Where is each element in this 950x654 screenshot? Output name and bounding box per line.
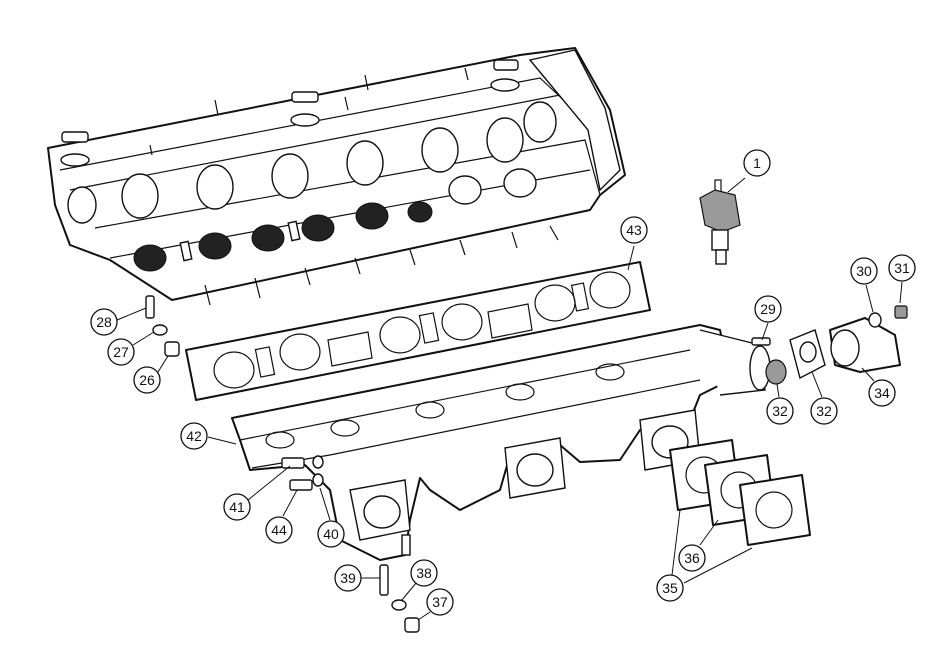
callout-37: 37 — [426, 588, 454, 616]
callout-32: 32 — [810, 397, 838, 425]
callout-26: 26 — [133, 366, 161, 394]
callout-33: 32 — [766, 397, 794, 425]
callout-36: 36 — [678, 544, 706, 572]
callout-44: 44 — [265, 516, 293, 544]
callout-39: 39 — [334, 564, 362, 592]
callout-30-label: 30 — [856, 263, 872, 279]
callout-31: 31 — [888, 254, 916, 282]
callout-44-label: 44 — [271, 522, 287, 538]
callout-43-label: 43 — [626, 222, 642, 238]
manifold-bolts — [281, 455, 324, 491]
callout-26-label: 26 — [139, 372, 155, 388]
head-top-studs — [149, 67, 469, 156]
callout-33-label: 32 — [772, 403, 788, 419]
loose-hardware — [145, 295, 420, 633]
callout-29: 29 — [754, 295, 782, 323]
head-filler-caps — [60, 59, 520, 167]
head-lower-studs — [204, 225, 559, 306]
callout-1-label: 1 — [753, 155, 761, 171]
cylinder-head — [47, 47, 626, 306]
callout-41-label: 41 — [229, 499, 245, 515]
callout-40-label: 40 — [323, 526, 339, 542]
callout-38-label: 38 — [416, 565, 432, 581]
callout-41: 41 — [223, 493, 251, 521]
callout-39-label: 39 — [340, 570, 356, 586]
callout-36-label: 36 — [684, 550, 700, 566]
manifold-gasket — [185, 261, 651, 401]
temperature-sender — [699, 179, 741, 265]
callout-35-label: 35 — [662, 580, 678, 596]
carb-gaskets — [669, 439, 811, 546]
callout-42: 42 — [180, 422, 208, 450]
callouts: 1 43 30 31 29 28 — [90, 149, 916, 621]
callout-35: 35 — [656, 574, 684, 602]
callout-38: 38 — [410, 559, 438, 587]
callout-37-label: 37 — [432, 594, 448, 610]
callout-43: 43 — [620, 216, 648, 244]
head-exhaust-ports — [133, 201, 433, 272]
callout-27-label: 27 — [113, 344, 129, 360]
callout-32-label: 32 — [816, 403, 832, 419]
callout-29-label: 29 — [760, 301, 776, 317]
callout-42-label: 42 — [186, 428, 202, 444]
callout-1: 1 — [743, 149, 771, 177]
callout-34: 34 — [868, 379, 896, 407]
callout-28-label: 28 — [96, 314, 112, 330]
callout-28: 28 — [90, 308, 118, 336]
callout-31-label: 31 — [894, 260, 910, 276]
callout-30: 30 — [850, 257, 878, 285]
callout-40: 40 — [317, 520, 345, 548]
callout-34-label: 34 — [874, 385, 890, 401]
head-cam-ports — [67, 101, 557, 224]
callout-27: 27 — [107, 338, 135, 366]
water-outlet-assembly — [751, 305, 908, 385]
